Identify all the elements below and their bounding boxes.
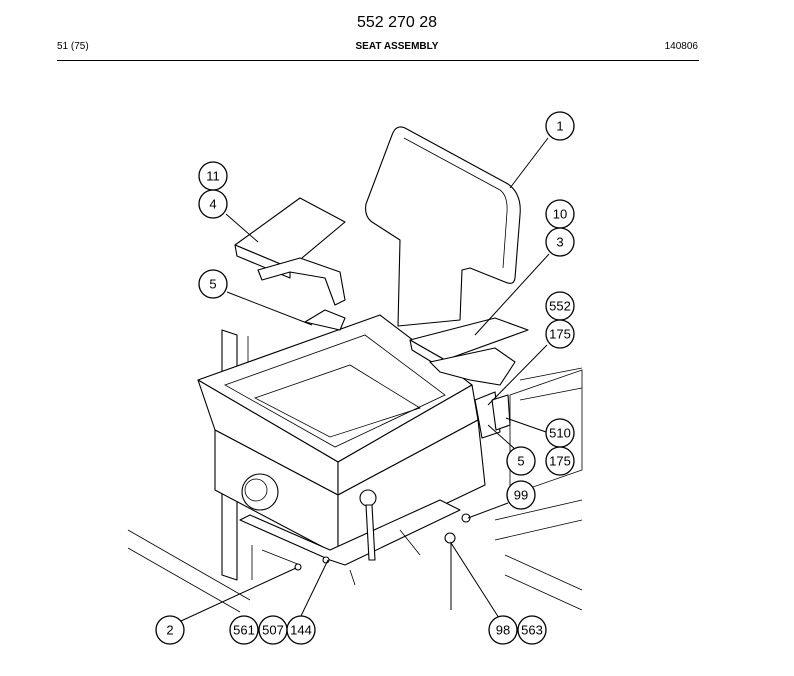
seat-base: [214, 419, 486, 556]
svg-text:99: 99: [514, 488, 528, 503]
callout-561: 561: [229, 615, 259, 645]
callout-3: 3: [545, 227, 575, 257]
svg-text:552: 552: [549, 299, 571, 314]
svg-text:11: 11: [206, 169, 220, 184]
callout-175-upper: 175: [545, 319, 575, 349]
left-armrest: [234, 197, 346, 331]
callout-5-lower: 5: [506, 446, 536, 476]
header-rule: [57, 60, 699, 61]
callout-99: 99: [506, 480, 536, 510]
svg-text:98: 98: [496, 623, 510, 638]
callout-144: 144: [286, 615, 316, 645]
svg-text:2: 2: [166, 623, 173, 638]
document-number: 552 270 28: [356, 14, 438, 31]
suspension-linkage: [239, 489, 471, 586]
svg-text:5: 5: [517, 454, 524, 469]
callout-5: 5: [198, 269, 228, 299]
svg-text:144: 144: [290, 623, 312, 638]
callout-175-lower: 175: [545, 446, 575, 476]
leader-lines: [180, 137, 550, 622]
frame-rails: [127, 367, 583, 613]
date-code: 140806: [664, 41, 698, 52]
callout-552: 552: [545, 291, 575, 321]
svg-text:507: 507: [262, 623, 284, 638]
callout-98: 98: [488, 615, 518, 645]
svg-text:561: 561: [233, 623, 255, 638]
svg-text:5: 5: [209, 277, 216, 292]
svg-text:10: 10: [553, 207, 567, 222]
callout-510: 510: [545, 418, 575, 448]
page-reference: 51 (75): [57, 41, 89, 52]
svg-text:4: 4: [209, 197, 216, 212]
svg-text:510: 510: [549, 426, 571, 441]
seat-cushion: [197, 314, 479, 496]
callout-11: 11: [198, 161, 228, 191]
svg-text:175: 175: [549, 454, 571, 469]
section-title: SEAT ASSEMBLY: [355, 41, 439, 52]
backrest: [365, 126, 521, 327]
right-armrest: [409, 317, 529, 439]
svg-text:1: 1: [556, 119, 563, 134]
svg-text:563: 563: [521, 623, 543, 638]
callout-4: 4: [198, 189, 228, 219]
callout-1: 1: [545, 111, 575, 141]
callout-507: 507: [258, 615, 288, 645]
callout-563: 563: [517, 615, 547, 645]
callout-2: 2: [155, 615, 185, 645]
callout-10: 10: [545, 199, 575, 229]
svg-text:175: 175: [549, 327, 571, 342]
svg-text:3: 3: [556, 235, 563, 250]
